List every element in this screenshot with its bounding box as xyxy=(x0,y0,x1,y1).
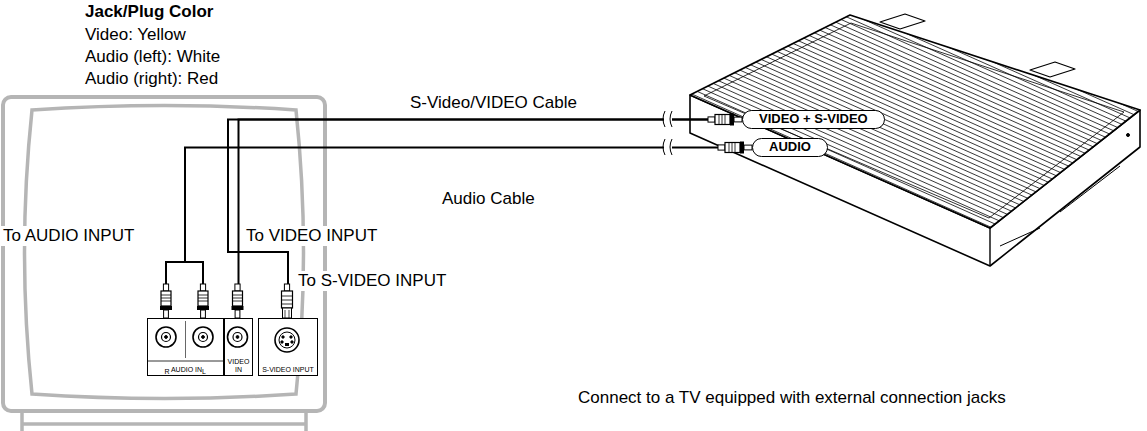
jack-box: S-VIDEO INPUT xyxy=(258,318,318,376)
cable-line xyxy=(166,148,752,319)
port-label: AUDIO xyxy=(769,139,811,155)
port-tag: AUDIO xyxy=(752,138,828,157)
jack-panel xyxy=(147,319,316,376)
cable-line xyxy=(239,120,743,319)
jack-label: VIDEO IN xyxy=(225,358,252,373)
cable-label: Audio Cable xyxy=(440,189,537,209)
jack-label: AUDIO IN xyxy=(166,366,207,374)
tv-plugs xyxy=(160,284,293,318)
jack-label: S-VIDEO INPUT xyxy=(259,366,317,374)
jack-box: VIDEO IN xyxy=(224,318,253,376)
jack-box: RLAUDIO IN xyxy=(147,318,224,376)
caption: Connect to a TV equipped with external c… xyxy=(576,388,1008,408)
legend-entry: Audio (left): White xyxy=(83,47,222,67)
legend-heading: Jack/Plug Color xyxy=(83,2,215,22)
wire-label: To VIDEO INPUT xyxy=(244,226,379,246)
cable-breaks xyxy=(663,110,672,155)
wire-label: To S-VIDEO INPUT xyxy=(296,271,448,291)
cable-line xyxy=(228,120,742,319)
legend-entry: Audio (right): Red xyxy=(83,69,220,89)
port-label: VIDEO + S-VIDEO xyxy=(759,111,868,127)
wire-label: To AUDIO INPUT xyxy=(1,226,136,246)
cable-label: S-Video/VIDEO Cable xyxy=(408,93,579,113)
port-tag: VIDEO + S-VIDEO xyxy=(742,110,885,129)
laptop-illustration xyxy=(690,14,1140,266)
legend-entry: Video: Yellow xyxy=(83,25,188,45)
